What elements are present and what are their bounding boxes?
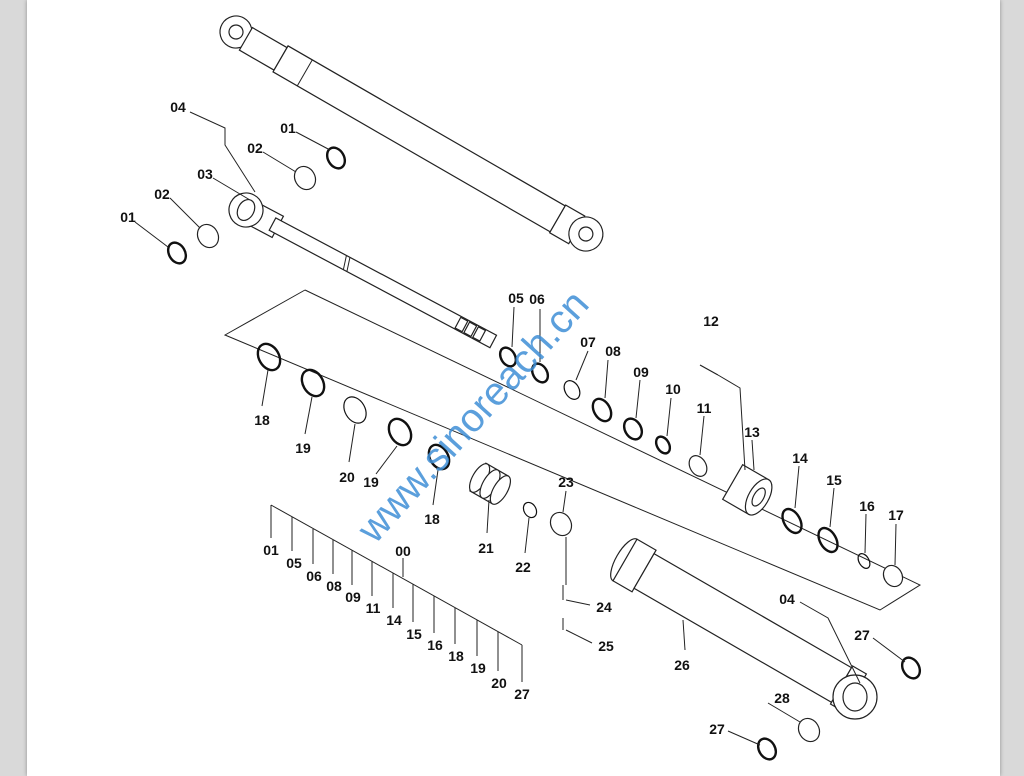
seal-kit-bracket <box>270 504 523 682</box>
callout-16: 16 <box>859 498 875 514</box>
leader-lines <box>134 111 906 746</box>
callout-11: 11 <box>697 400 712 416</box>
callout-04: 04 <box>779 591 795 607</box>
callout-12: 12 <box>703 313 719 329</box>
callout-01: 01 <box>280 120 296 136</box>
kit-item: 16 <box>427 637 443 653</box>
callout-19: 19 <box>295 440 311 456</box>
callout-18: 18 <box>254 412 270 428</box>
callout-27: 27 <box>709 721 725 737</box>
callout-26: 26 <box>674 657 690 673</box>
cylinder-barrel <box>610 538 878 720</box>
kit-item: 11 <box>366 600 381 616</box>
callout-02: 02 <box>154 186 170 202</box>
callout-22: 22 <box>515 559 531 575</box>
kit-item: 20 <box>491 675 507 691</box>
kit-item: 19 <box>470 660 486 676</box>
piston-rod <box>228 192 498 349</box>
callout-05: 05 <box>508 290 524 306</box>
kit-item: 09 <box>345 589 361 605</box>
callout-19: 19 <box>363 474 379 490</box>
callout-13: 13 <box>744 424 760 440</box>
callout-labels: 04 01 02 03 02 01 05 06 07 08 09 10 11 1… <box>120 99 904 737</box>
document-page <box>27 0 1000 776</box>
callout-09: 09 <box>633 364 649 380</box>
kit-label-00: 00 <box>395 543 411 559</box>
callout-21: 21 <box>478 540 494 556</box>
callout-24: 24 <box>596 599 612 615</box>
callout-15: 15 <box>826 472 842 488</box>
callout-02: 02 <box>247 140 263 156</box>
callout-04: 04 <box>170 99 186 115</box>
callout-25: 25 <box>598 638 614 654</box>
callout-20: 20 <box>339 469 355 485</box>
callout-27: 27 <box>854 627 870 643</box>
callout-03: 03 <box>197 166 213 182</box>
callout-10: 10 <box>665 381 681 397</box>
callout-06: 06 <box>529 291 545 307</box>
callout-18: 18 <box>424 511 440 527</box>
callout-01: 01 <box>120 209 136 225</box>
callout-23: 23 <box>558 474 574 490</box>
kit-item: 18 <box>448 648 464 664</box>
callout-14: 14 <box>792 450 808 466</box>
callout-08: 08 <box>605 343 621 359</box>
callout-28: 28 <box>774 690 790 706</box>
callout-17: 17 <box>888 507 904 523</box>
kit-item: 15 <box>406 626 422 642</box>
kit-item: 06 <box>306 568 322 584</box>
seals-and-rings <box>166 146 922 761</box>
kit-item: 05 <box>286 555 302 571</box>
callout-07: 07 <box>580 334 596 350</box>
kit-item: 08 <box>326 578 342 594</box>
kit-item-labels: 01 05 06 08 09 11 14 15 16 18 19 20 27 <box>263 542 530 702</box>
assembled-cylinder <box>219 15 604 252</box>
kit-item: 27 <box>514 686 530 702</box>
kit-item: 01 <box>263 542 279 558</box>
kit-item: 14 <box>386 612 402 628</box>
assembly-outline <box>223 289 922 611</box>
